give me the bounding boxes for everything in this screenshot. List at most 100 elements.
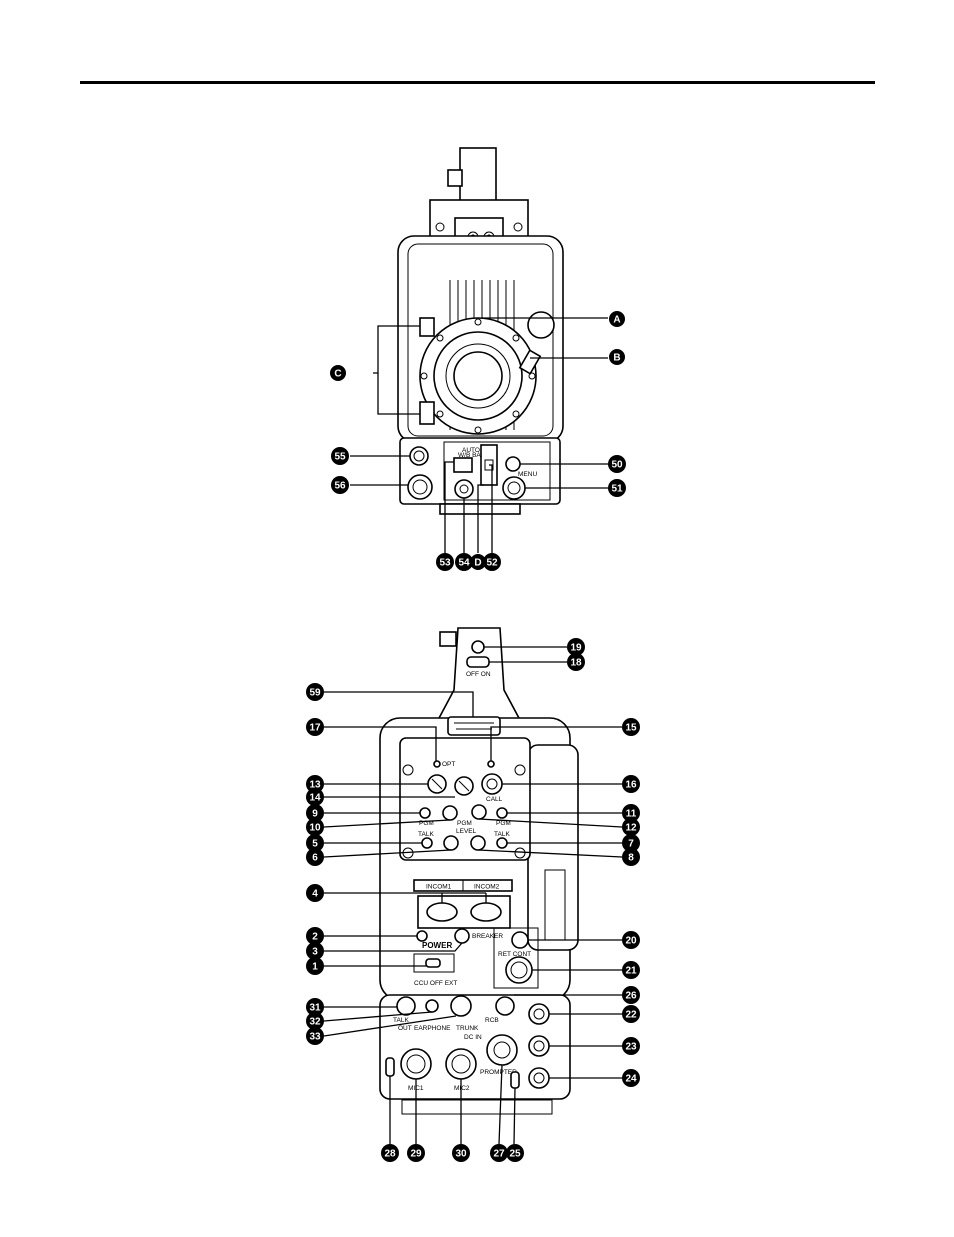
svg-text:51: 51 — [611, 484, 623, 495]
tally-lamp — [472, 641, 484, 653]
talk-switch-right[interactable] — [497, 838, 507, 848]
front-connector-55[interactable] — [410, 447, 428, 465]
opt-label: OPT — [442, 761, 455, 768]
level-knob-right[interactable] — [471, 836, 485, 850]
breaker-button[interactable] — [455, 929, 469, 943]
svg-text:A: A — [613, 315, 620, 326]
front-connector-56[interactable] — [408, 475, 432, 499]
power-label: POWER — [422, 941, 452, 950]
earphone-jack[interactable] — [426, 1000, 438, 1012]
rcb-connector[interactable] — [496, 997, 514, 1015]
incom2-connector[interactable] — [471, 903, 501, 921]
mic2-label: MIC2 — [454, 1085, 470, 1092]
callout-29: 29 — [407, 1144, 425, 1162]
callout-8: 8 — [622, 848, 640, 866]
out-label: OUT — [398, 1025, 412, 1032]
tally-switch[interactable] — [467, 657, 489, 667]
front-switch-upper[interactable] — [420, 318, 434, 336]
mic1-connector[interactable] — [401, 1049, 431, 1079]
callout-25: 25 — [506, 1144, 524, 1162]
call-button[interactable] — [482, 774, 502, 794]
callout-27: 27 — [490, 1144, 508, 1162]
incom2-label: INCOM2 — [474, 884, 500, 891]
level-label: LEVEL — [456, 828, 477, 835]
callout-53: 53 — [436, 553, 454, 571]
svg-text:14: 14 — [309, 793, 321, 804]
callout-C: C — [330, 365, 346, 381]
rear-multi-connector-59[interactable] — [448, 717, 500, 735]
talk-left-label: TALK — [418, 831, 434, 838]
callout-23: 23 — [622, 1037, 640, 1055]
rear-viewfinder-knob — [440, 632, 456, 646]
ret-cont-connector[interactable] — [512, 932, 528, 948]
front-knob-54[interactable] — [455, 480, 473, 498]
callout-1: 1 — [306, 957, 324, 975]
mic2-connector[interactable] — [446, 1049, 476, 1079]
callout-55: 55 — [331, 447, 349, 465]
svg-text:15: 15 — [625, 723, 637, 734]
svg-text:55: 55 — [334, 452, 346, 463]
svg-text:12: 12 — [625, 823, 637, 834]
incom1-connector[interactable] — [427, 903, 457, 921]
svg-text:9: 9 — [312, 809, 318, 820]
talk-switch-left[interactable] — [422, 838, 432, 848]
trunk-connector[interactable] — [451, 996, 471, 1016]
svg-text:C: C — [334, 369, 341, 380]
callout-14: 14 — [306, 788, 324, 806]
dc-in-label: DC IN — [464, 1034, 482, 1041]
svg-text:17: 17 — [309, 723, 321, 734]
opt-lamp-right — [488, 761, 494, 767]
menu-label: MENU — [518, 471, 537, 478]
svg-text:27: 27 — [493, 1149, 505, 1160]
connector-21[interactable] — [506, 957, 532, 983]
auto-wb-switch[interactable] — [454, 458, 472, 472]
callout-26: 26 — [622, 986, 640, 1004]
rear-side-handle — [528, 745, 578, 950]
callout-10: 10 — [306, 818, 324, 836]
earphone-label: EARPHONE — [414, 1025, 451, 1032]
callout-12: 12 — [622, 818, 640, 836]
level-knob-left[interactable] — [444, 836, 458, 850]
bnc-22[interactable] — [529, 1004, 549, 1024]
bnc-24[interactable] — [529, 1068, 549, 1088]
pgm-switch-right[interactable] — [497, 808, 507, 818]
svg-text:28: 28 — [384, 1149, 396, 1160]
pgm-center-label: PGM — [457, 820, 472, 827]
menu-button[interactable] — [506, 457, 520, 471]
svg-text:19: 19 — [570, 643, 582, 654]
callout-33: 33 — [306, 1027, 324, 1045]
front-switch-lower[interactable] — [420, 402, 434, 424]
out-switch-25[interactable] — [511, 1072, 519, 1088]
front-connector-51[interactable] — [503, 477, 525, 499]
prompter-connector[interactable] — [487, 1035, 517, 1065]
power-lamp — [417, 931, 427, 941]
callout-4: 4 — [306, 884, 324, 902]
viewfinder-post — [460, 148, 496, 206]
callout-24: 24 — [622, 1069, 640, 1087]
svg-text:56: 56 — [334, 481, 346, 492]
mic-switch-28[interactable] — [386, 1058, 394, 1076]
callout-51: 51 — [608, 479, 626, 497]
callout-B: B — [609, 349, 625, 365]
talk-connector-31[interactable] — [397, 997, 415, 1015]
pgm-volume-left[interactable] — [443, 806, 457, 820]
bnc-23[interactable] — [529, 1036, 549, 1056]
svg-text:33: 33 — [309, 1032, 321, 1043]
callout-15: 15 — [622, 718, 640, 736]
callout-16: 16 — [622, 775, 640, 793]
svg-text:50: 50 — [611, 460, 623, 471]
svg-text:4: 4 — [312, 889, 318, 900]
talk-right-label: TALK — [494, 831, 510, 838]
svg-text:2: 2 — [312, 932, 318, 943]
pgm-volume-right[interactable] — [472, 805, 486, 819]
lens-mount-opening — [454, 352, 502, 400]
svg-text:7: 7 — [628, 839, 634, 850]
pgm-switch-left[interactable] — [420, 808, 430, 818]
svg-text:25: 25 — [509, 1149, 521, 1160]
svg-text:16: 16 — [625, 780, 637, 791]
power-switch[interactable] — [426, 959, 440, 967]
svg-text:59: 59 — [309, 688, 321, 699]
svg-text:53: 53 — [439, 558, 451, 569]
svg-text:1: 1 — [312, 962, 318, 973]
